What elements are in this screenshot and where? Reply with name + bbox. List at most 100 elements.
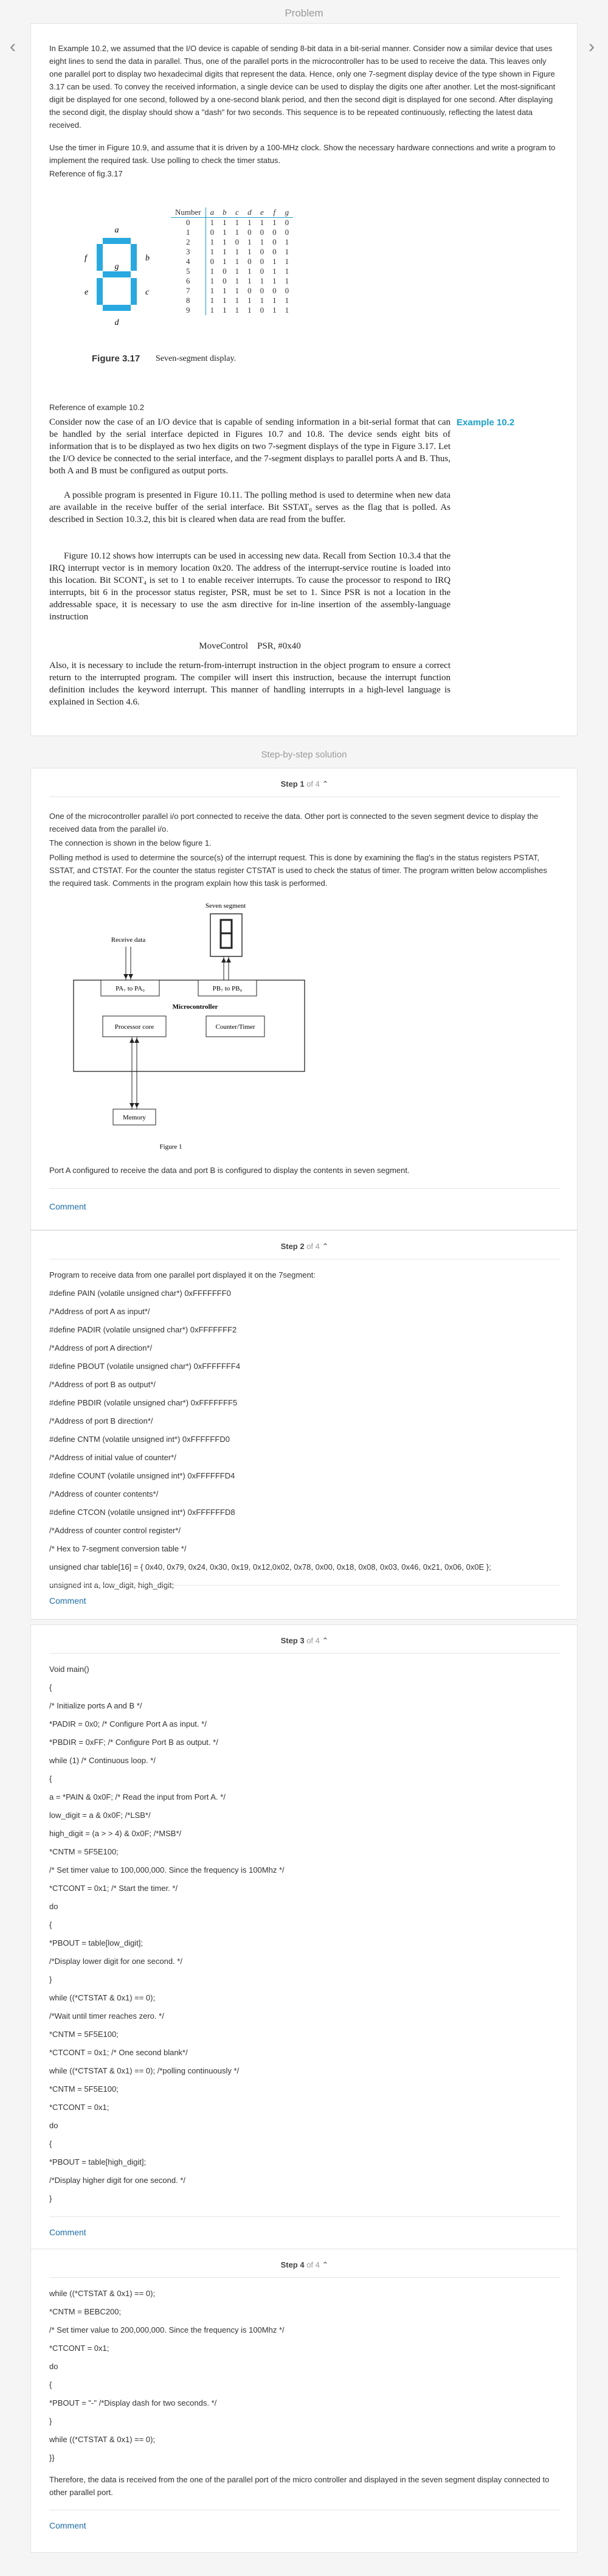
code-line: /* Set timer value to 200,000,000. Since… <box>49 2325 285 2334</box>
table-cell: 8 <box>171 296 206 305</box>
table-cell: 1 <box>223 305 227 315</box>
table-cell: 1 <box>235 276 240 285</box>
table-cell: 1 <box>171 228 206 237</box>
example-code-line: MoveControl PSR, #0x40 <box>199 641 301 651</box>
table-cell: 0 <box>260 247 264 256</box>
step-total: of 4 <box>306 2260 320 2269</box>
table-cell: 1 <box>235 228 240 237</box>
table-cell: 1 <box>223 286 227 295</box>
code-line: *CNTM = 5F5E100; <box>49 1847 119 1856</box>
code-line: /*Address of counter contents*/ <box>49 1489 159 1499</box>
table-cell: 0 <box>260 286 264 295</box>
table-cell: 0 <box>247 286 252 295</box>
table-cell: 1 <box>285 276 289 285</box>
step-total: of 4 <box>306 1636 320 1645</box>
step-total: of 4 <box>306 1242 320 1251</box>
table-cell: 1 <box>285 247 289 256</box>
code-line: /*Display higher digit for one second. *… <box>49 2176 186 2185</box>
table-header-segment: c <box>230 207 244 218</box>
step-3-header[interactable]: Step 3 of 4 ⌃ <box>31 1636 578 1646</box>
problem-paragraph-1: In Example 10.2, we assumed that the I/O… <box>49 44 556 130</box>
table-cell: 1 <box>247 266 252 276</box>
table-cell: 0 <box>247 257 252 266</box>
table-cell: 0 <box>260 228 264 237</box>
table-cell: 1 <box>223 237 227 246</box>
figure-1-caption: Figure 1 <box>160 1143 182 1150</box>
step-number: Step 2 <box>280 1242 305 1251</box>
code-line: *PBOUT = "-" /*Display dash for two seco… <box>49 2398 217 2407</box>
chevron-right-icon[interactable]: › <box>589 37 595 57</box>
example-paragraph-2: A possible program is presented in Figur… <box>49 490 451 524</box>
chevron-up-icon[interactable]: ⌃ <box>322 1242 329 1251</box>
table-cell: 3 <box>171 247 206 257</box>
table-cell: 1 <box>235 296 240 305</box>
table-cell: 1 <box>247 296 252 305</box>
table-cell: 0 <box>285 218 289 227</box>
table-cell: 0 <box>285 228 289 237</box>
comment-link[interactable]: Comment <box>49 1596 86 1606</box>
page-title: Problem <box>285 7 323 19</box>
chevron-left-icon[interactable]: ‹ <box>10 37 16 57</box>
table-cell: 1 <box>210 218 215 227</box>
code-line: *CNTM = 5F5E100; <box>49 2030 119 2039</box>
step-4-conclusion: Therefore, the data is received from the… <box>49 2475 550 2497</box>
code-line: } <box>49 2194 52 2203</box>
step-2-header[interactable]: Step 2 of 4 ⌃ <box>31 1242 578 1251</box>
table-cell: 1 <box>247 305 252 315</box>
code-line: #define PAIN (volatile unsigned char*) 0… <box>49 1289 231 1298</box>
example-label: Example 10.2 <box>457 417 515 428</box>
code-line: *PBDIR = 0xFF; /* Configure Port B as ou… <box>49 1738 218 1747</box>
segment-label-b: b <box>145 254 150 263</box>
code-line: { <box>49 2380 52 2389</box>
code-line: low_digit = a & 0x0F; /*LSB*/ <box>49 1811 151 1820</box>
table-cell: 1 <box>223 228 227 237</box>
table-header-segment: b <box>218 207 231 218</box>
table-cell: 0 <box>223 276 227 285</box>
divider <box>49 796 560 797</box>
step-4-header[interactable]: Step 4 of 4 ⌃ <box>31 2260 578 2270</box>
table-cell: 1 <box>210 296 215 305</box>
chevron-up-icon[interactable]: ⌃ <box>322 779 329 788</box>
table-cell: 1 <box>285 266 289 276</box>
code-line: *CTCONT = 0x1; /* Start the timer. */ <box>49 1884 178 1893</box>
comment-link[interactable]: Comment <box>49 2521 86 2530</box>
table-header-segment: a <box>206 207 219 218</box>
memory-label: Memory <box>123 1114 146 1121</box>
table-cell: 7 <box>171 286 206 296</box>
step-1-conclusion: Port A configured to receive the data an… <box>49 1166 410 1175</box>
seven-segment-label: Seven segment <box>206 902 246 910</box>
table-cell: 1 <box>260 218 264 227</box>
comment-link[interactable]: Comment <box>49 2227 86 2237</box>
code-line: /* Hex to 7-segment conversion table */ <box>49 1544 187 1553</box>
table-cell: 1 <box>235 266 240 276</box>
table-cell: 1 <box>285 305 289 315</box>
code-line: high_digit = (a > > 4) & 0x0F; /*MSB*/ <box>49 1829 182 1838</box>
comment-link[interactable]: Comment <box>49 1202 86 1211</box>
table-cell: 1 <box>210 286 215 295</box>
divider <box>49 1585 560 1586</box>
problem-paragraph-2: Use the timer in Figure 10.9, and assume… <box>49 143 556 165</box>
step-1-header[interactable]: Step 1 of 4 ⌃ <box>31 779 578 789</box>
code-line: /*Address of counter control register*/ <box>49 1526 181 1535</box>
problem-card: In Example 10.2, we assumed that the I/O… <box>30 23 578 736</box>
code-line: } <box>49 1975 52 1984</box>
code-line: /*Address of port A direction*/ <box>49 1343 153 1352</box>
table-cell: 0 <box>272 286 277 295</box>
chevron-up-icon[interactable]: ⌃ <box>322 1636 329 1645</box>
code-line: /* Set timer value to 100,000,000. Since… <box>49 1865 285 1875</box>
code-line: /*Address of port A as input*/ <box>49 1307 150 1316</box>
chevron-up-icon[interactable]: ⌃ <box>322 2260 329 2269</box>
table-cell: 0 <box>247 228 252 237</box>
table-cell: 0 <box>260 257 264 266</box>
code-line: /*Address of initial value of counter*/ <box>49 1453 176 1462</box>
table-cell: 0 <box>260 266 264 276</box>
digit-eight-icon <box>219 919 233 949</box>
code-line: *PBOUT = table[low_digit]; <box>49 1938 143 1948</box>
